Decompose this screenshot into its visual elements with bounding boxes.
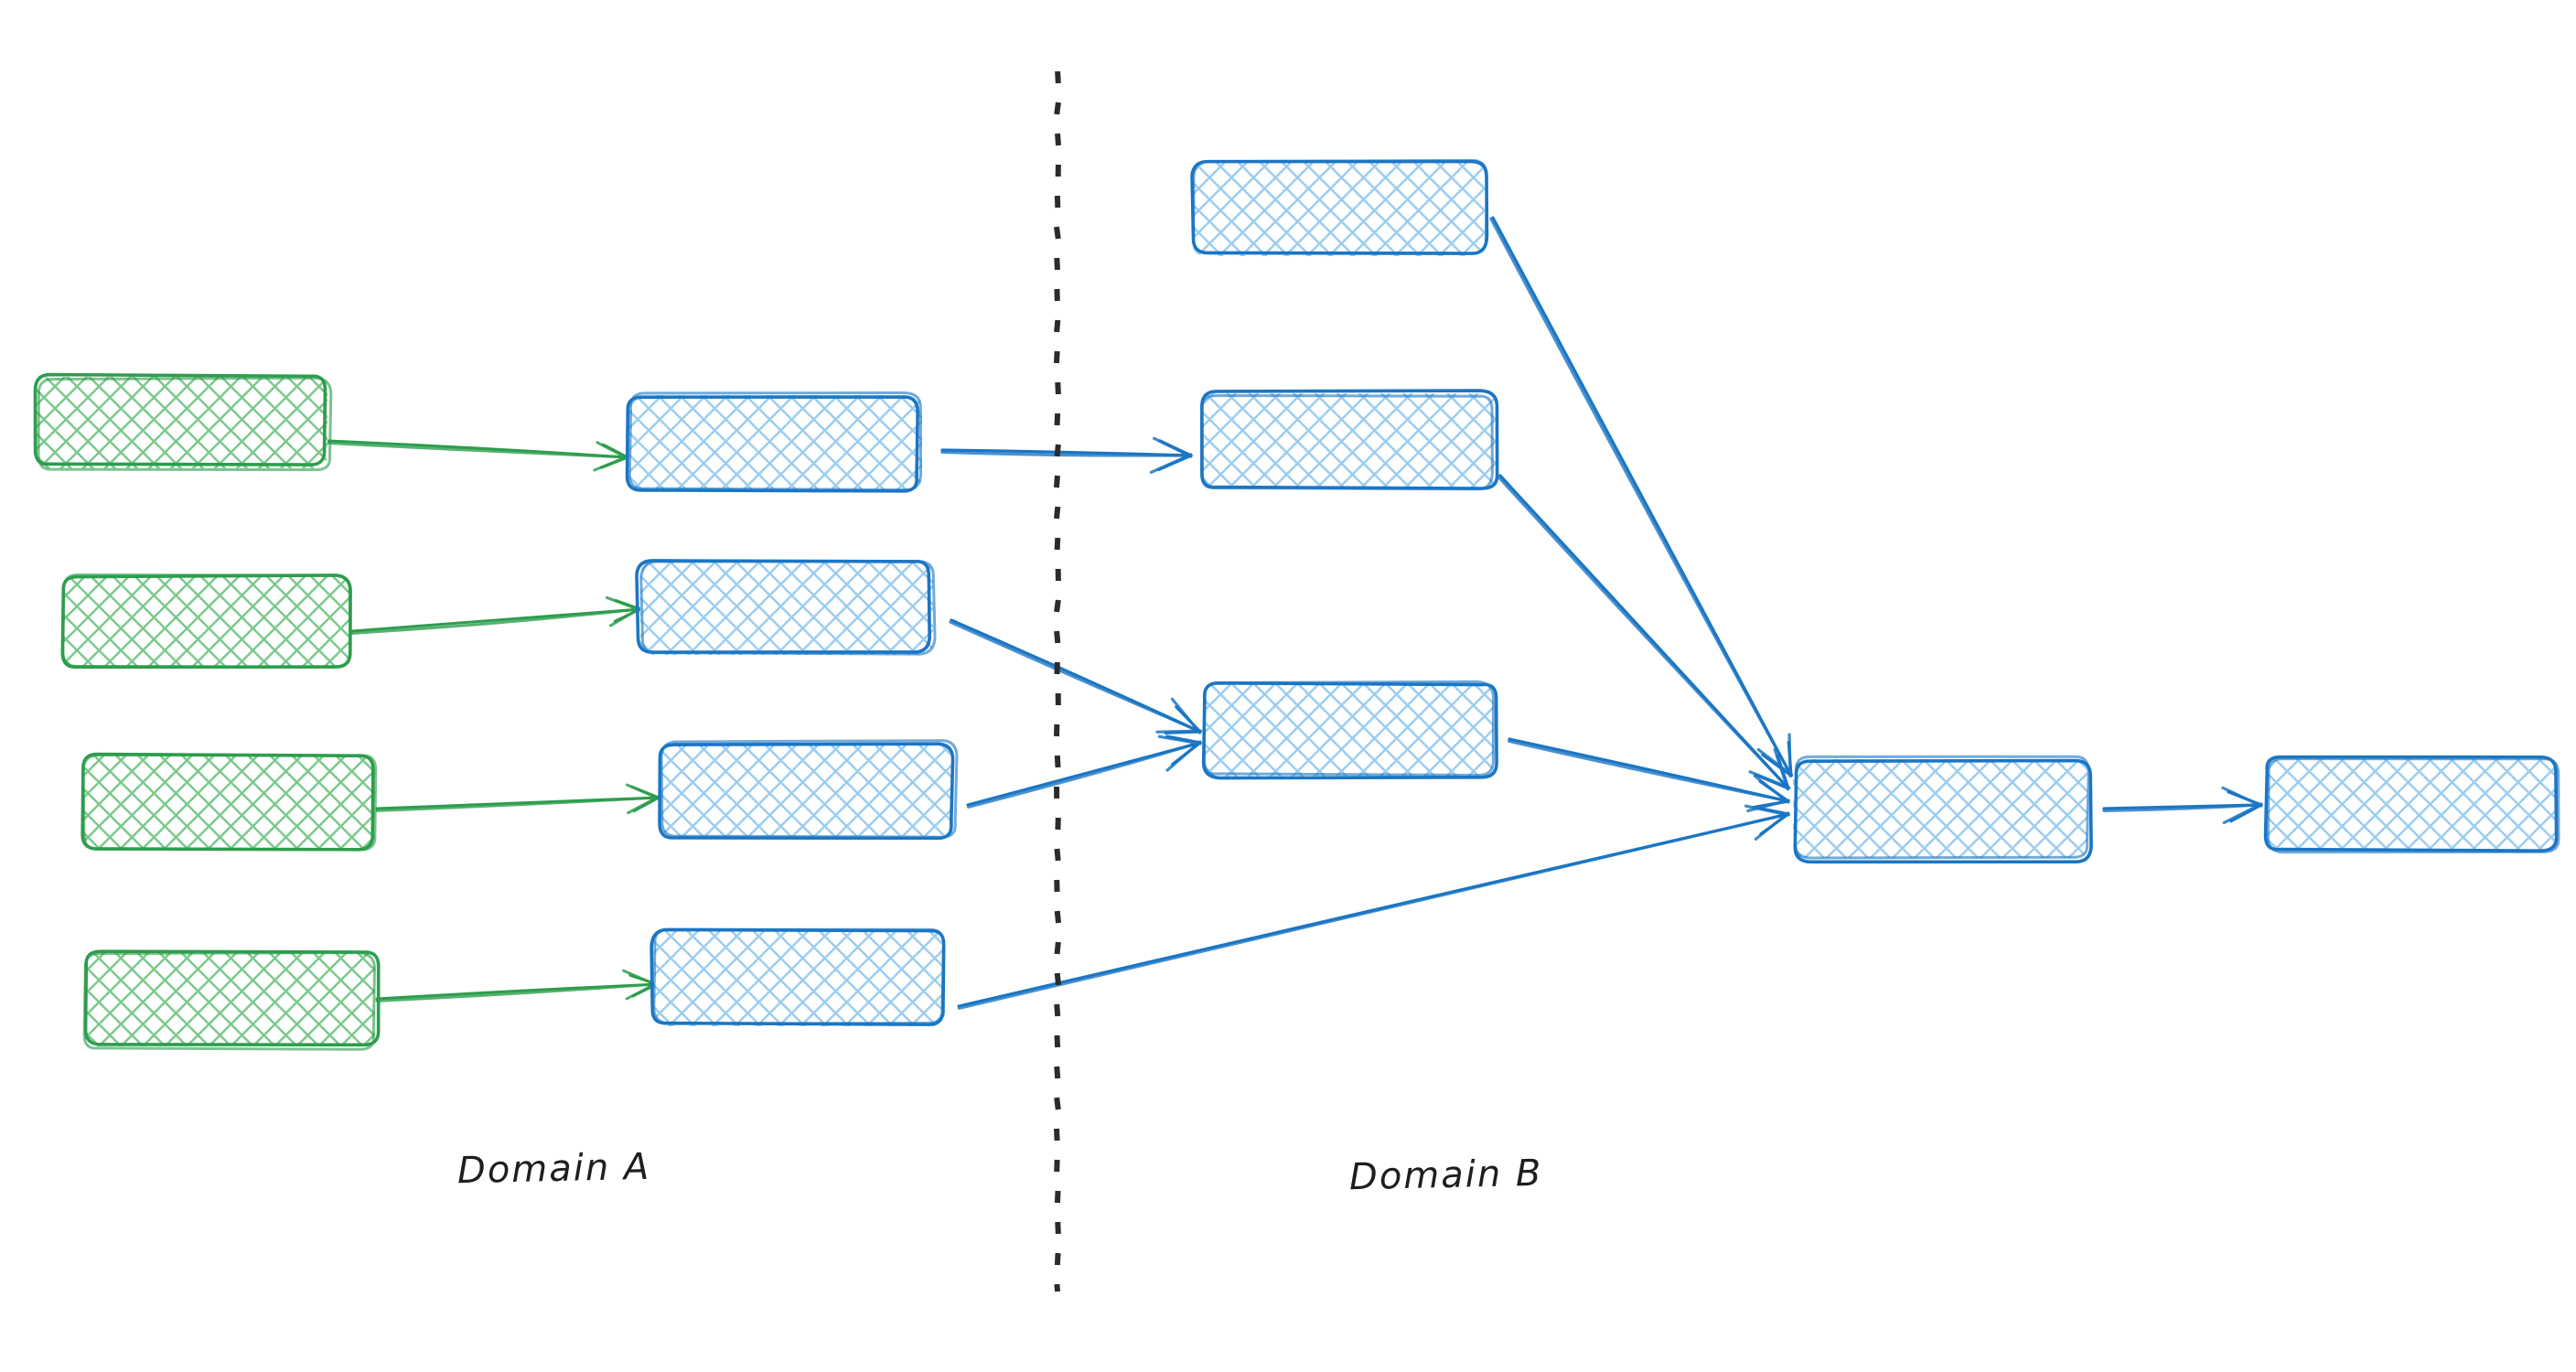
node-b-sink[interactable]: [2263, 755, 2560, 854]
node-a-src-1[interactable]: [33, 372, 333, 472]
node-layer: [33, 158, 2560, 1051]
node-a-proc-3[interactable]: [658, 739, 959, 841]
domain-a-label: Domain A: [456, 1145, 651, 1193]
node-a-proc-4[interactable]: [649, 927, 946, 1026]
node-a-src-3[interactable]: [80, 752, 378, 852]
edge-b-node-3-to-b-hub: [1507, 737, 1790, 813]
node-b-hub[interactable]: [1793, 755, 2093, 864]
node-b-node-3[interactable]: [1201, 680, 1498, 780]
edge-b-hub-to-b-sink: [2102, 786, 2263, 825]
edge-a-src-2-to-a-proc-2: [350, 595, 642, 635]
divider-layer: [1053, 70, 1062, 1292]
domain-b-label: Domain B: [1348, 1152, 1543, 1199]
domain-divider: [1053, 70, 1062, 1292]
node-b-node-1[interactable]: [1190, 158, 1489, 256]
node-a-src-2[interactable]: [60, 573, 352, 670]
edge-b-node-2-to-b-hub: [1497, 474, 1791, 791]
edge-a-proc-4-to-b-hub: [957, 804, 1790, 1010]
edge-a-src-3-to-a-proc-3: [375, 783, 660, 815]
node-a-src-4[interactable]: [82, 949, 381, 1051]
node-b-node-2[interactable]: [1200, 389, 1499, 491]
node-a-proc-1[interactable]: [625, 391, 923, 493]
edge-a-proc-2-to-b-node-3: [949, 618, 1203, 734]
edge-a-src-1-to-a-proc-1: [326, 439, 629, 472]
node-a-proc-2[interactable]: [635, 559, 937, 656]
edge-a-proc-1-to-b-node-2: [940, 436, 1193, 474]
edge-a-proc-3-to-b-node-3: [966, 734, 1202, 809]
edge-a-src-4-to-a-proc-4: [375, 969, 659, 1002]
edge-layer: [326, 216, 2263, 1010]
edge-b-node-1-to-b-hub: [1489, 216, 1794, 778]
